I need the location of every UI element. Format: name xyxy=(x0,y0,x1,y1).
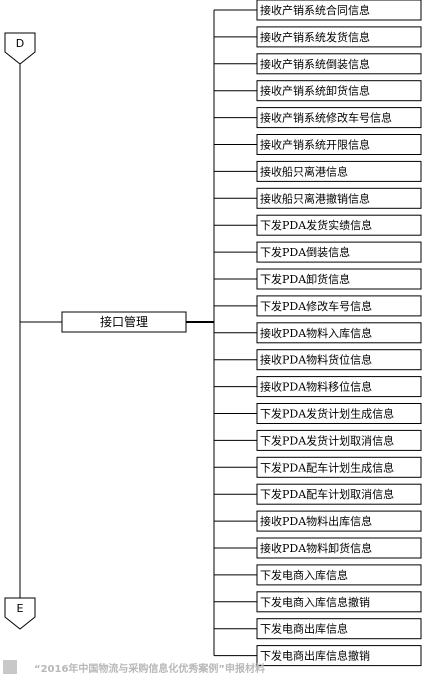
child-node-label: 接收PDA物料卸货信息 xyxy=(260,541,372,555)
child-node-box xyxy=(256,645,422,667)
child-node-label: 接收产销系统发货信息 xyxy=(260,30,370,44)
child-node-box xyxy=(256,403,422,424)
child-node-label: 接收PDA物料入库信息 xyxy=(260,326,372,340)
child-node-label: 下发PDA修改车号信息 xyxy=(260,299,372,313)
child-node-box xyxy=(256,618,422,640)
child-node-box xyxy=(256,322,422,344)
child-node-box xyxy=(256,53,422,75)
footer: “2016年中国物流与采购信息化优秀案例”申报材料 xyxy=(0,658,429,677)
child-node-box xyxy=(256,107,422,129)
root-node-label: 接口管理 xyxy=(100,314,148,329)
child-node-box xyxy=(256,510,422,532)
child-node-box xyxy=(256,429,422,451)
connector-d-label: D xyxy=(16,37,24,50)
child-node-box xyxy=(256,134,422,155)
child-node-label: 接收产销系统合同信息 xyxy=(260,3,370,17)
child-node-box xyxy=(256,160,422,182)
child-node-label: 接收PDA物料货位信息 xyxy=(260,353,372,367)
child-node-label: 下发电商出库信息 xyxy=(260,622,348,636)
child-node-label: 下发PDA配车计划取消信息 xyxy=(260,487,394,501)
child-node-label: 下发PDA配车计划生成信息 xyxy=(260,460,394,474)
child-node-box xyxy=(256,26,422,48)
child-node-box xyxy=(256,537,422,559)
child-node-label: 下发PDA发货计划取消信息 xyxy=(260,433,394,447)
child-node-label: 下发PDA发货计划生成信息 xyxy=(260,407,394,421)
child-node-label: 接收PDA物料出库信息 xyxy=(260,514,372,528)
child-node-box xyxy=(256,456,422,478)
root-node: 接口管理 xyxy=(61,311,187,333)
footer-block-icon xyxy=(3,660,17,674)
child-node-label: 接收产销系统开限信息 xyxy=(260,138,370,152)
child-node-label: 接收产销系统倒装信息 xyxy=(260,57,370,71)
child-node-box xyxy=(256,295,422,317)
child-node-box xyxy=(256,349,422,371)
child-node-box xyxy=(256,483,422,505)
child-node-label: 下发电商出库信息撤销 xyxy=(260,649,370,663)
child-node-label: 接收船只离港撤销信息 xyxy=(260,191,370,205)
connector-d: D xyxy=(4,32,36,65)
connector-e-label: E xyxy=(17,602,24,615)
child-node-box xyxy=(256,187,422,209)
child-node-box xyxy=(256,564,422,586)
child-node-label: 下发PDA卸货信息 xyxy=(260,272,350,286)
child-node-label: 下发电商入库信息撤销 xyxy=(260,595,370,609)
footer-text: “2016年中国物流与采购信息化优秀案例”申报材料 xyxy=(34,664,265,675)
child-node-box xyxy=(256,0,422,21)
child-node-label: 接收船只离港信息 xyxy=(260,164,348,178)
connector-e: E xyxy=(4,597,36,630)
child-node-box xyxy=(256,376,422,398)
child-node-label: 接收产销系统修改车号信息 xyxy=(260,111,392,125)
child-node-label: 接收PDA物料移位信息 xyxy=(260,380,372,394)
child-node-label: 下发电商入库信息 xyxy=(260,568,348,582)
child-node-label: 下发PDA发货实绩信息 xyxy=(260,218,372,232)
child-node-label: 接收产销系统卸货信息 xyxy=(260,84,370,98)
child-node-box xyxy=(256,80,422,102)
child-node-box xyxy=(256,591,422,613)
child-node-box xyxy=(256,268,422,290)
child-node-box xyxy=(256,241,422,263)
child-node-label: 下发PDA倒装信息 xyxy=(260,245,350,259)
child-node-box xyxy=(256,214,422,236)
child-nodes: 接收产销系统合同信息接收产销系统发货信息接收产销系统倒装信息接收产销系统卸货信息… xyxy=(214,0,422,667)
